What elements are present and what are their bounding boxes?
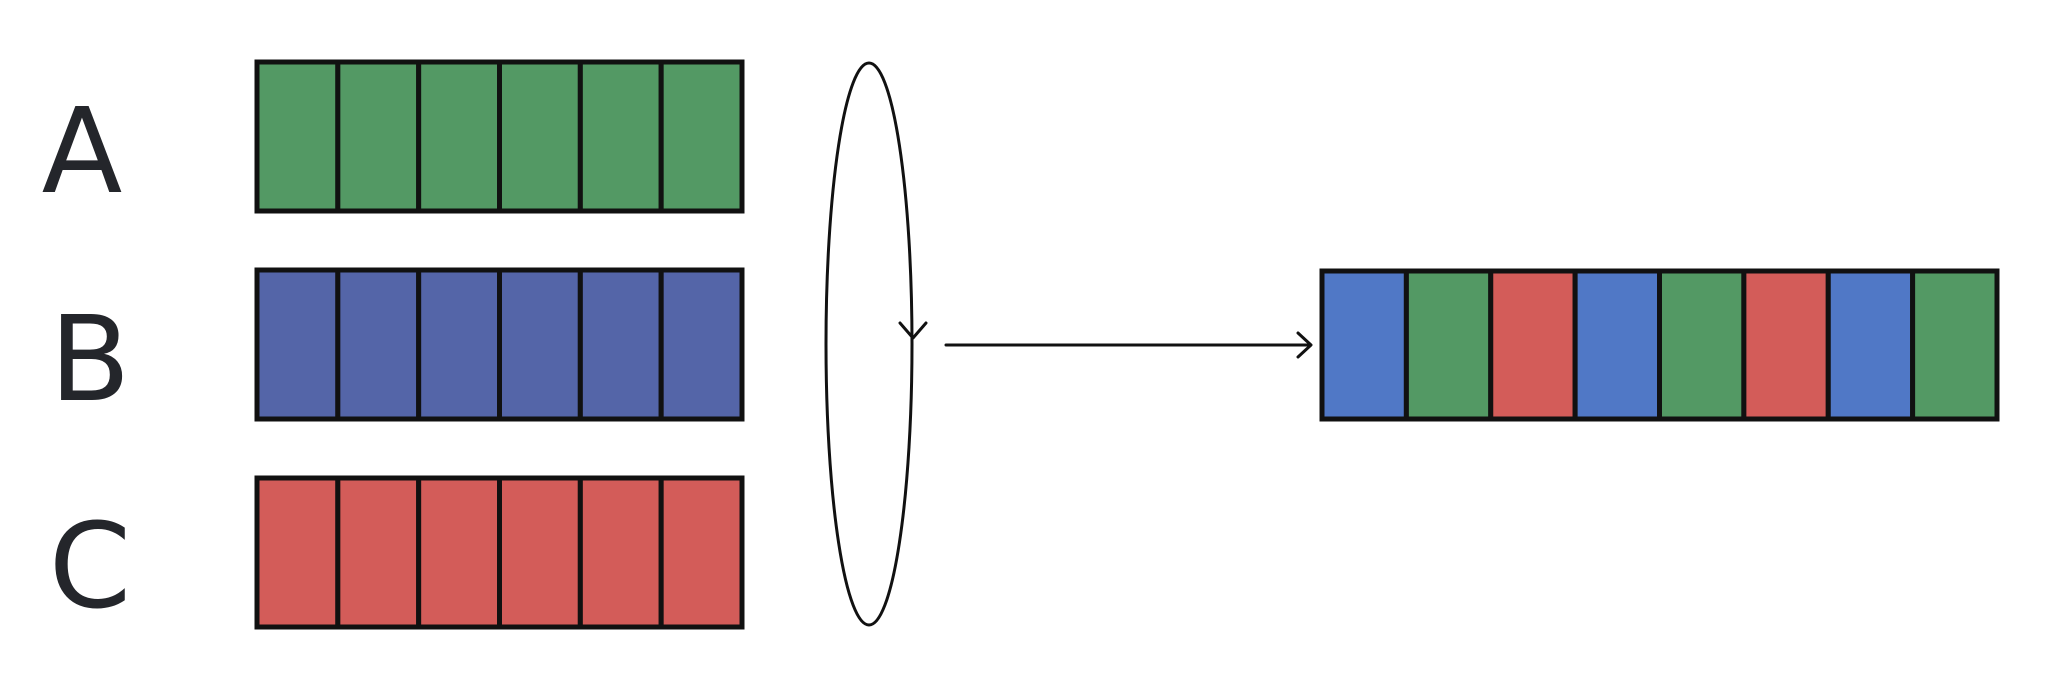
- circular-loop-arrow-icon: [824, 61, 928, 627]
- output-cell-8: [1910, 268, 2000, 422]
- output-cell-5: [1657, 268, 1747, 422]
- output-cell-4: [1572, 268, 1662, 422]
- row-c-cell-4: [497, 475, 583, 630]
- output-cell-2: [1403, 268, 1494, 422]
- row-b-outline: [255, 268, 744, 421]
- row-c-cell-6: [658, 475, 745, 630]
- output-outline: [1320, 269, 1999, 421]
- row-a-cell-4: [497, 59, 583, 214]
- row-a-cell-2: [335, 59, 422, 214]
- row-label-b: B: [50, 290, 131, 428]
- row-c-bar: [254, 475, 745, 630]
- row-b-cell-1: [254, 267, 341, 422]
- row-b-cell-2: [335, 267, 422, 422]
- row-a-cell-3: [416, 59, 502, 214]
- row-c-cell-5: [577, 475, 664, 630]
- row-a-outline: [255, 60, 744, 213]
- row-a-cell-6: [658, 59, 745, 214]
- loop-ellipse: [824, 61, 914, 627]
- row-c-cell-2: [335, 475, 422, 630]
- row-a-bar: [254, 59, 745, 214]
- row-b-cell-3: [416, 267, 502, 422]
- row-c-cell-3: [416, 475, 502, 630]
- right-arrow-icon: [944, 331, 1313, 359]
- row-label-a: A: [42, 82, 123, 220]
- row-b-cell-5: [577, 267, 664, 422]
- row-b-bar: [254, 267, 745, 422]
- output-cell-3: [1488, 268, 1578, 422]
- row-label-c: C: [49, 497, 131, 635]
- output-cell-1: [1319, 268, 1409, 422]
- loop-arrowhead: [898, 321, 928, 340]
- row-c-cell-1: [254, 475, 341, 630]
- row-b-cell-6: [658, 267, 745, 422]
- row-c-outline: [255, 476, 744, 629]
- row-a-cell-1: [254, 59, 341, 214]
- row-b-cell-4: [497, 267, 583, 422]
- output-cell-6: [1741, 268, 1831, 422]
- arrow-head: [1296, 331, 1313, 359]
- output-bar: [1319, 268, 2000, 422]
- row-a-cell-5: [577, 59, 664, 214]
- output-cell-7: [1825, 268, 1916, 422]
